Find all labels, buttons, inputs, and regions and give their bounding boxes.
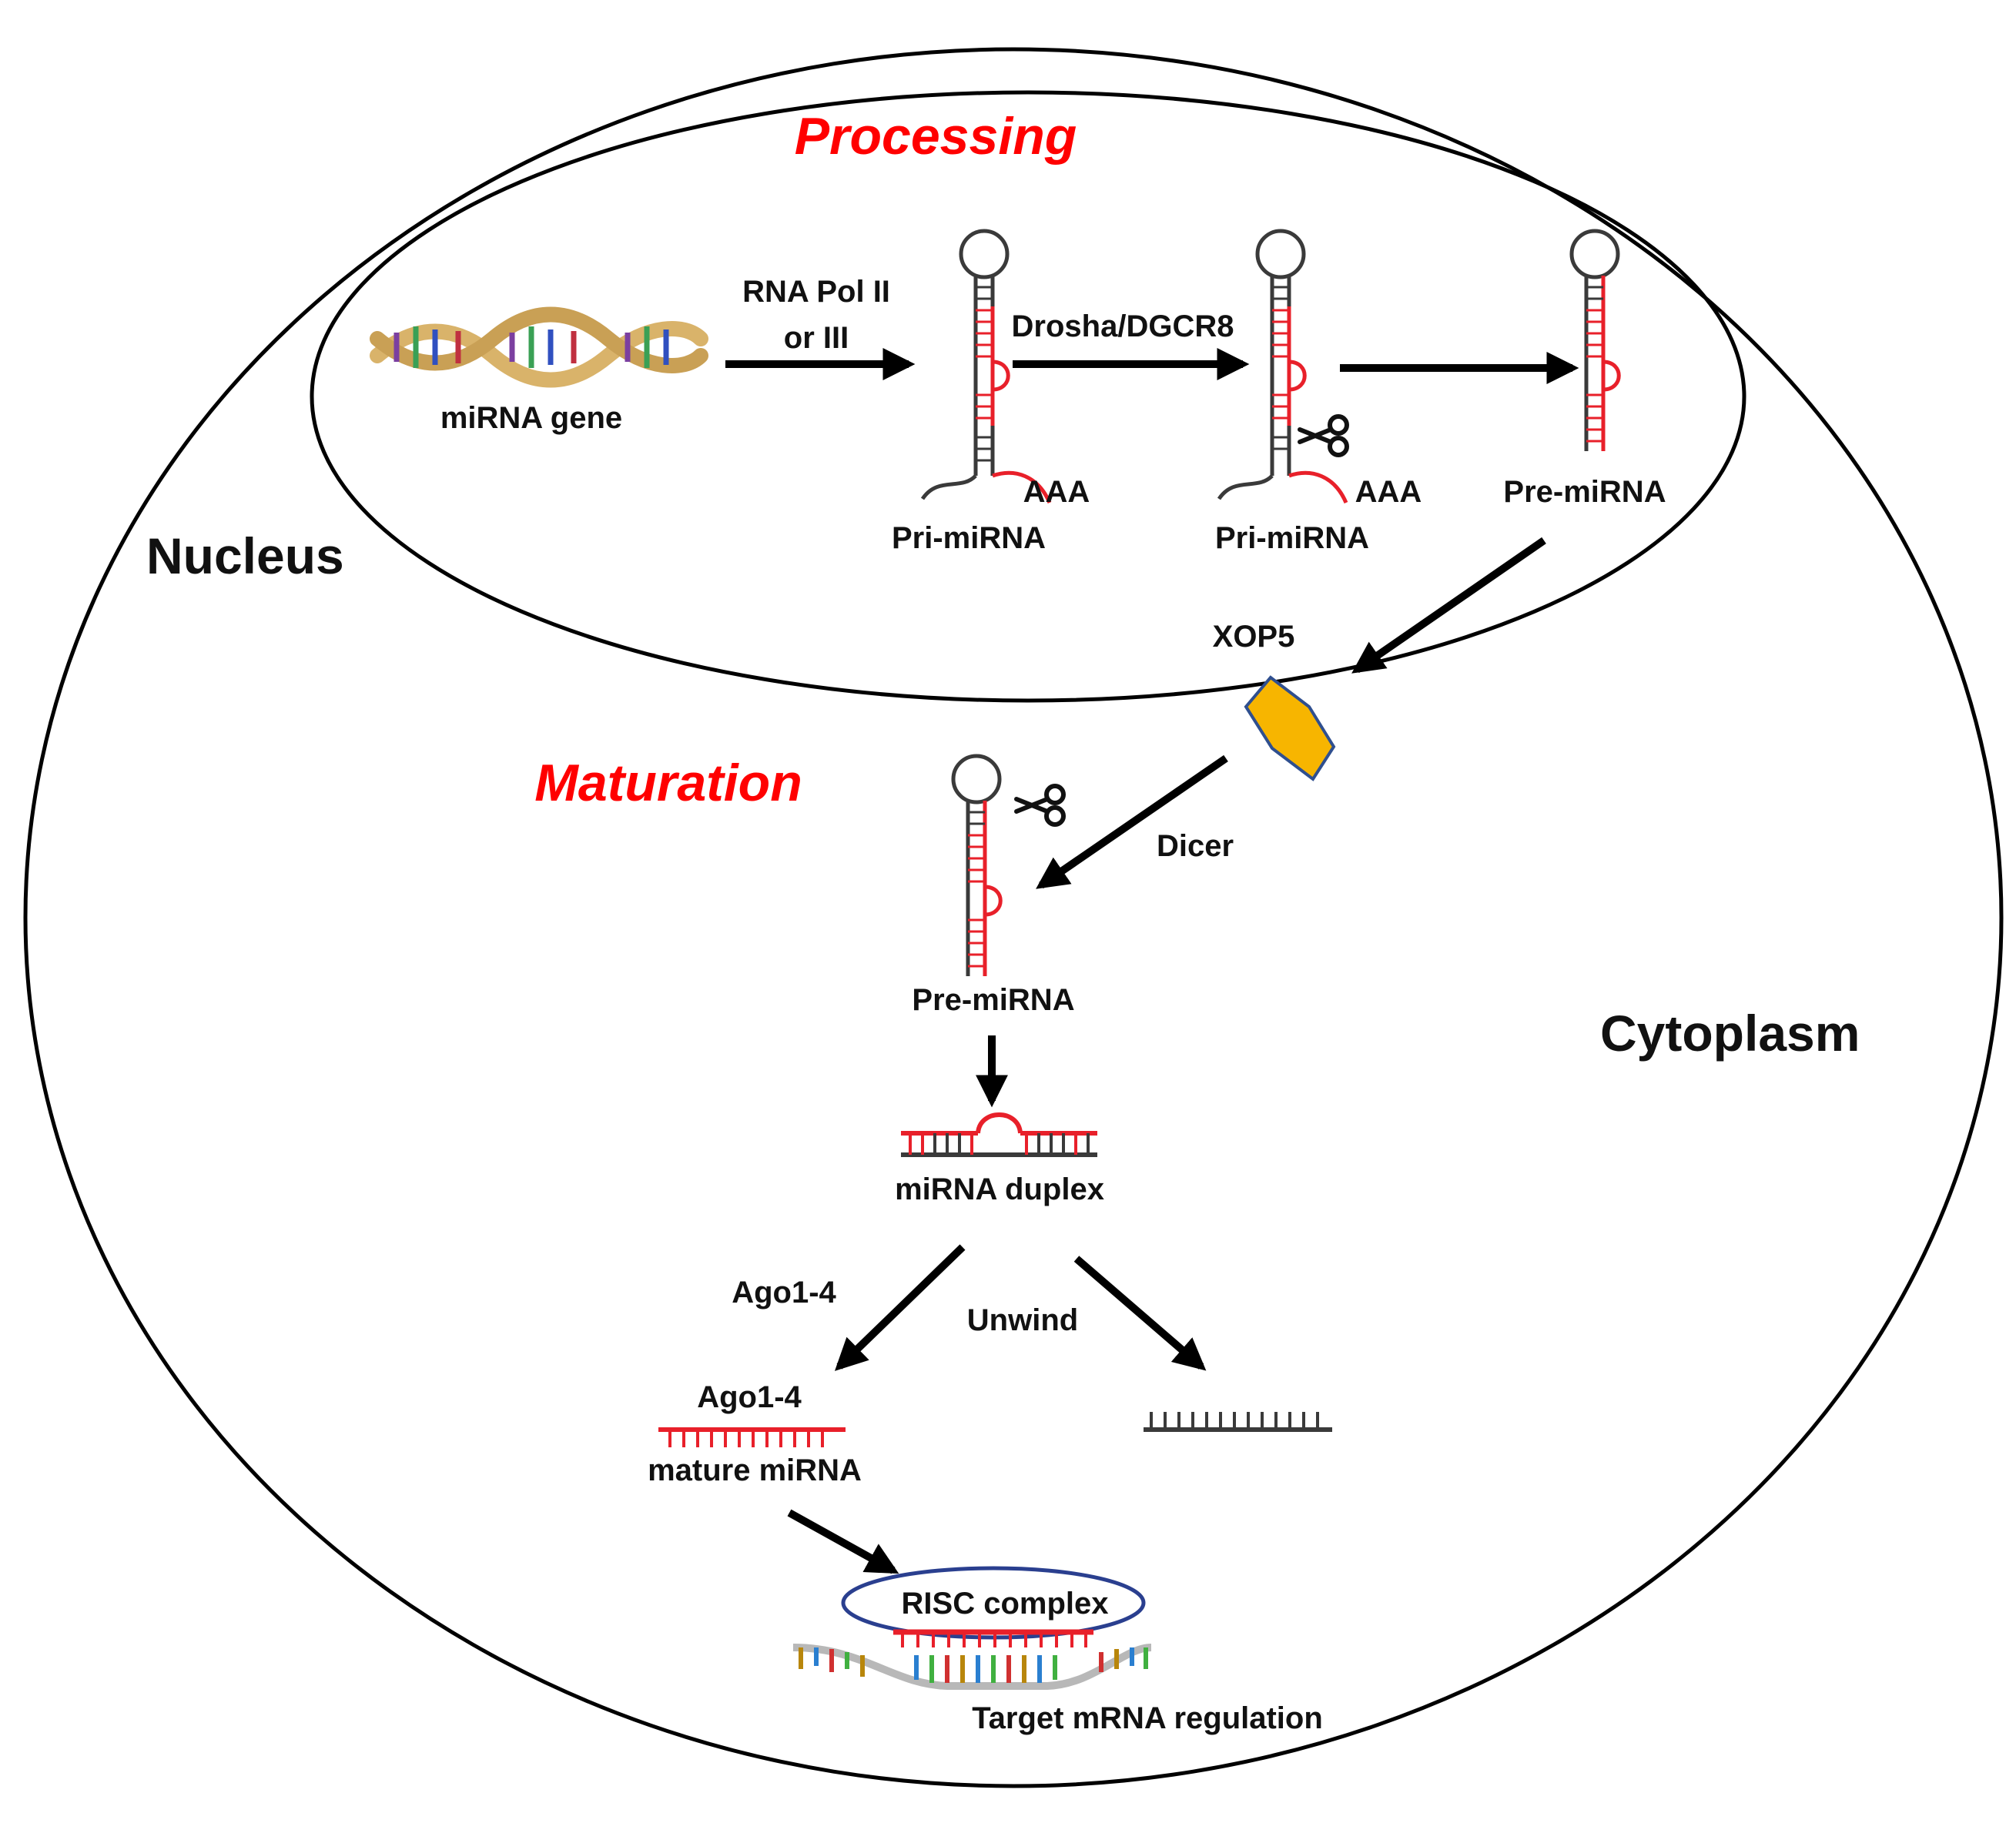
polya-label-2: AAA: [1355, 475, 1422, 509]
mature-mirna-strand-icon: [658, 1427, 846, 1447]
processing-title: Processing: [795, 107, 1077, 166]
mirna-duplex-icon: [901, 1112, 1097, 1157]
hairpin-rna-icon: [1569, 229, 1621, 451]
xop5-label: XOP5: [1213, 620, 1295, 654]
maturation-title: Maturation: [534, 754, 802, 812]
hairpin-rna-icon: [951, 754, 1003, 976]
cell-membrane: [23, 47, 2004, 1788]
mrna-strand-icon: [792, 1629, 1152, 1690]
pri-mirna-label-2: Pri-miRNA: [1215, 521, 1369, 555]
dicer-label: Dicer: [1157, 829, 1234, 863]
hairpin-rna-icon: [920, 229, 1052, 504]
ago-arrow-label: Ago1-4: [732, 1276, 836, 1310]
passenger-strand-icon: [1144, 1412, 1332, 1432]
mature-mirna-label: mature miRNA: [648, 1453, 862, 1487]
drosha-label: Drosha/DGCR8: [1012, 309, 1234, 343]
nuclear-envelope: [310, 90, 1746, 703]
exportin-hexagon-icon: [1244, 675, 1336, 781]
ago-product-label: Ago1-4: [697, 1380, 802, 1414]
target-mrna-label: Target mRNA regulation: [972, 1701, 1323, 1735]
cytoplasm-label: Cytoplasm: [1600, 1005, 1860, 1062]
polya-label-1: AAA: [1023, 475, 1090, 509]
risc-label: RISC complex: [902, 1587, 1109, 1621]
mirna-duplex-label: miRNA duplex: [895, 1172, 1104, 1206]
pre-mirna-cyto-label: Pre-miRNA: [912, 983, 1074, 1017]
dna-helix-icon: [370, 306, 708, 388]
rna-pol-label-line2: or III: [784, 321, 849, 355]
rna-pol-label-line1: RNA Pol II: [742, 275, 890, 309]
dicer-arrow: [1036, 754, 1228, 889]
ago-arrow: [834, 1244, 966, 1371]
nucleus-label: Nucleus: [146, 527, 344, 584]
passenger-arrow: [1073, 1256, 1207, 1371]
pre-mirna-nucleus-label: Pre-miRNA: [1503, 475, 1666, 509]
unwind-label: Unwind: [967, 1303, 1078, 1337]
mirna-gene-label: miRNA gene: [440, 401, 622, 435]
pri-mirna-label-1: Pri-miRNA: [892, 521, 1046, 555]
scissors-icon: [1300, 416, 1347, 455]
export-arrow: [1351, 537, 1546, 674]
hairpin-rna-icon: [1217, 229, 1348, 504]
risc-arrow: [787, 1509, 899, 1574]
scissors-icon: [1016, 786, 1063, 825]
